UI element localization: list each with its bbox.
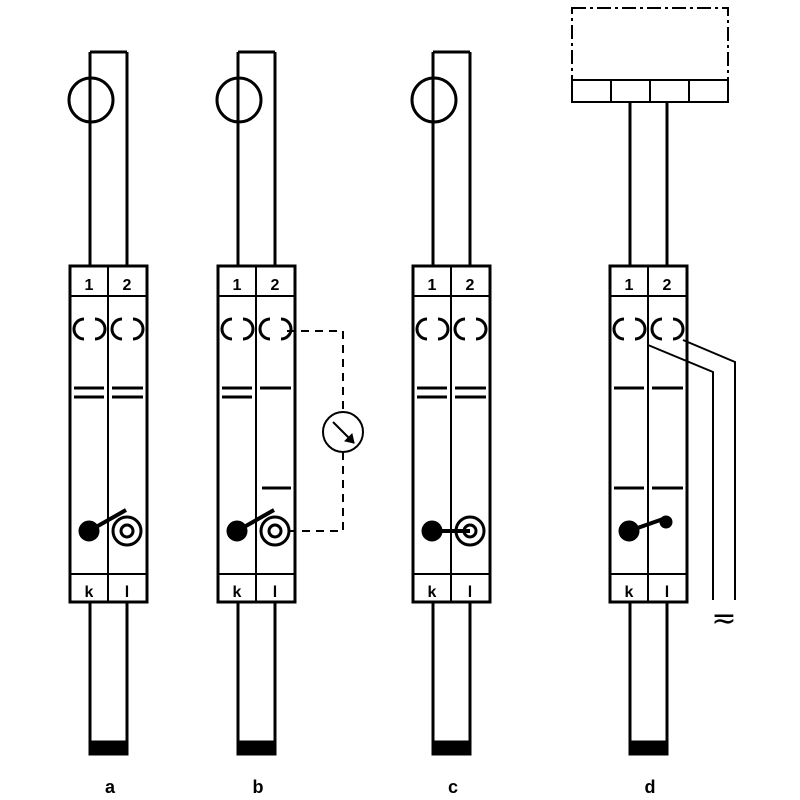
upper-leads <box>628 102 669 266</box>
upper-leads <box>431 50 472 266</box>
ac-source-icon: ≂ <box>711 601 736 636</box>
terminal-label-1: 1 <box>233 277 242 294</box>
screw-icon[interactable] <box>415 317 450 341</box>
terminal-label-1: 1 <box>428 277 437 294</box>
ct-ring-icon <box>67 76 115 124</box>
terminal-label-k: k <box>428 584 437 601</box>
cable-end <box>236 740 277 756</box>
test-lead <box>647 339 736 600</box>
screw-icon[interactable] <box>650 317 685 341</box>
terminal-label-k: k <box>233 584 242 601</box>
panel-caption: b <box>253 777 264 797</box>
shorting-socket-icon[interactable] <box>259 515 291 547</box>
panel-b: 1 2 k l b <box>215 50 364 797</box>
test-lead-dashed <box>287 330 344 532</box>
cable-end <box>431 740 472 756</box>
terminal-label-1: 1 <box>85 277 94 294</box>
screw-icon[interactable] <box>220 317 255 341</box>
terminal-label-2: 2 <box>663 277 672 294</box>
terminal-label-l: l <box>273 584 277 601</box>
ct-ring-icon <box>215 76 263 124</box>
ammeter-icon[interactable] <box>322 411 364 453</box>
terminal-label-l: l <box>125 584 129 601</box>
panel-c: 1 2 k l c <box>410 50 492 797</box>
panel-caption: a <box>105 777 116 797</box>
terminal-label-1: 1 <box>625 277 634 294</box>
terminal-label-2: 2 <box>466 277 475 294</box>
cable-end <box>628 740 669 756</box>
screw-icon[interactable] <box>453 317 488 341</box>
terminal-label-2: 2 <box>123 277 132 294</box>
panel-caption: d <box>645 777 656 797</box>
upper-leads <box>236 50 277 266</box>
cable-end <box>88 740 129 756</box>
screw-icon[interactable] <box>72 317 107 341</box>
terminal-label-l: l <box>665 584 669 601</box>
panel-caption: c <box>448 777 458 797</box>
dash-dot-device-box <box>571 7 729 81</box>
shorting-socket-icon[interactable] <box>454 515 486 547</box>
shorting-lever[interactable] <box>88 508 127 533</box>
shorting-lever[interactable] <box>236 508 275 533</box>
terminal-label-k: k <box>85 584 94 601</box>
terminal-label-2: 2 <box>271 277 280 294</box>
screw-icon[interactable] <box>110 317 145 341</box>
panel-a: 1 2 k l a <box>67 50 149 797</box>
ct-ring-icon <box>410 76 458 124</box>
panel-d: 1 2 k l ≂ d <box>571 7 737 797</box>
upper-leads <box>88 50 129 266</box>
screw-icon[interactable] <box>612 317 647 341</box>
terminal-label-k: k <box>625 584 634 601</box>
screw-icon[interactable] <box>258 317 293 341</box>
shorting-socket-icon[interactable] <box>111 515 143 547</box>
terminal-label-l: l <box>468 584 472 601</box>
